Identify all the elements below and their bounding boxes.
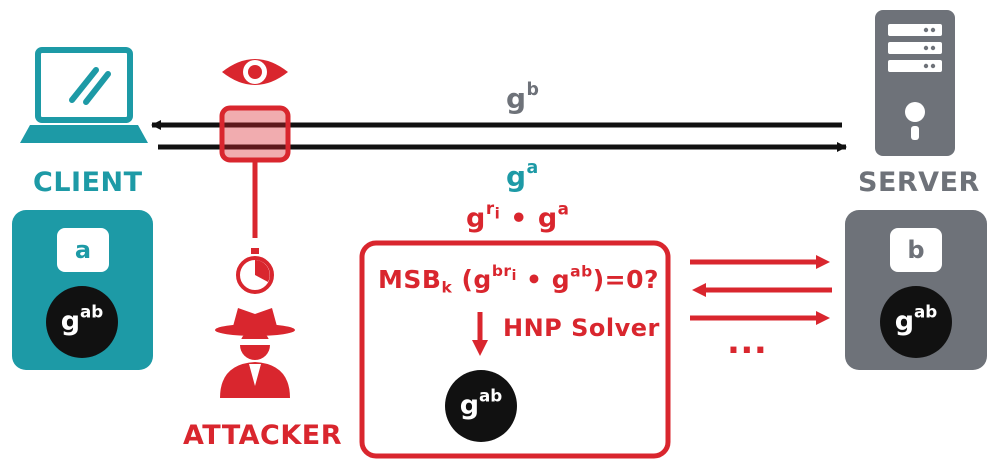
hnp-solver-label: HNP Solver (503, 314, 660, 342)
attack-box (359, 240, 671, 459)
stopwatch-icon (236, 248, 274, 294)
server-shared-secret: gab (880, 286, 952, 358)
eye-icon (222, 59, 288, 85)
attacker-label: ATTACKER (183, 420, 343, 451)
recovered-shared-secret: gab (445, 370, 517, 442)
server-panel: b gab (845, 210, 987, 370)
laptop-icon (20, 47, 148, 143)
query-arrows (690, 255, 832, 325)
client-secret-key: a (57, 228, 109, 272)
server-tower-icon (875, 10, 955, 156)
oracle-formula: MSBk (gbri • gab)=0? (378, 262, 659, 297)
client-shared-secret: gab (46, 286, 118, 358)
message-injected: gri • ga (466, 198, 570, 234)
spy-icon (215, 308, 295, 398)
message-server-to-client: gb (506, 79, 540, 115)
server-secret-key: b (890, 228, 942, 272)
ellipsis: ... (727, 322, 768, 362)
interception-tap (219, 105, 291, 163)
client-panel: a gab (12, 210, 153, 370)
client-label: CLIENT (33, 167, 143, 198)
message-client-to-server: ga (506, 157, 539, 193)
server-label: SERVER (858, 167, 980, 198)
